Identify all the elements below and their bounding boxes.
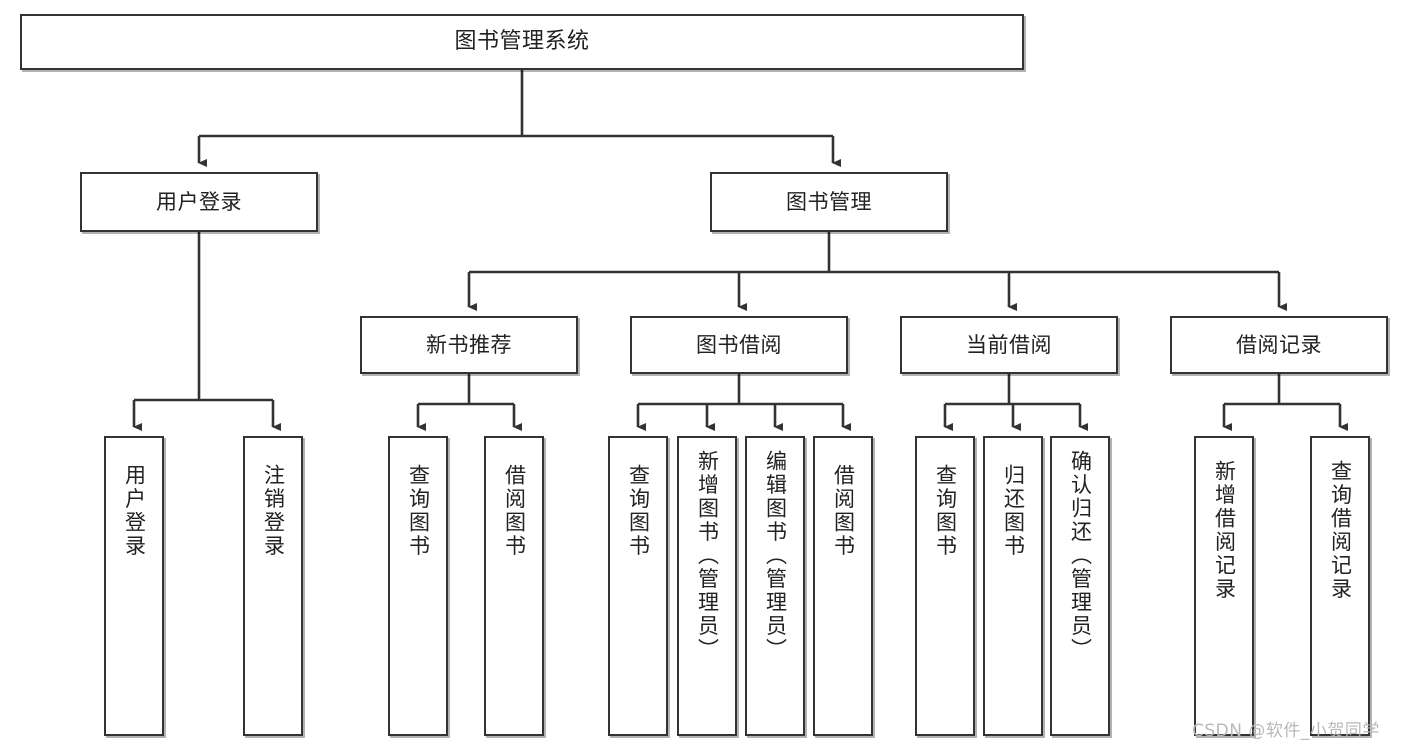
leaf-borrow-book-label: 借阅图书 bbox=[831, 464, 856, 558]
node-borrow-record[interactable]: 借阅记录 bbox=[1170, 316, 1388, 374]
leaf-add-book-label: 新增图书（管理员） bbox=[695, 450, 720, 662]
leaf-borrow-book-rec-label: 借阅图书 bbox=[502, 464, 527, 558]
leaf-return-book[interactable]: 归还图书 bbox=[983, 436, 1043, 736]
leaf-query-book-rec[interactable]: 查询图书 bbox=[388, 436, 448, 736]
node-book-borrow-label: 图书借阅 bbox=[696, 332, 782, 357]
leaf-borrow-book-rec[interactable]: 借阅图书 bbox=[484, 436, 544, 736]
leaf-add-record-label: 新增借阅记录 bbox=[1212, 460, 1237, 601]
node-root[interactable]: 图书管理系统 bbox=[20, 14, 1024, 70]
leaf-query-book-borrow[interactable]: 查询图书 bbox=[608, 436, 668, 736]
node-new-book-rec-label: 新书推荐 bbox=[426, 332, 512, 357]
leaf-query-book-current[interactable]: 查询图书 bbox=[915, 436, 975, 736]
leaf-return-book-label: 归还图书 bbox=[1001, 464, 1026, 558]
leaf-user-login-label: 用户登录 bbox=[122, 464, 147, 558]
leaf-query-book-rec-label: 查询图书 bbox=[406, 464, 431, 558]
leaf-logout-label: 注销登录 bbox=[261, 464, 286, 558]
leaf-edit-book-label: 编辑图书（管理员） bbox=[763, 450, 788, 662]
node-book-manage-label: 图书管理 bbox=[786, 189, 872, 214]
leaf-confirm-return-label: 确认归还（管理员） bbox=[1068, 450, 1093, 662]
leaf-edit-book[interactable]: 编辑图书（管理员） bbox=[745, 436, 805, 736]
leaf-query-record-label: 查询借阅记录 bbox=[1328, 460, 1353, 601]
leaf-user-login[interactable]: 用户登录 bbox=[104, 436, 164, 736]
node-borrow-record-label: 借阅记录 bbox=[1236, 332, 1322, 357]
leaf-add-record[interactable]: 新增借阅记录 bbox=[1194, 436, 1254, 736]
leaf-logout[interactable]: 注销登录 bbox=[243, 436, 303, 736]
node-book-borrow[interactable]: 图书借阅 bbox=[630, 316, 848, 374]
leaf-borrow-book[interactable]: 借阅图书 bbox=[813, 436, 873, 736]
node-current-borrow-label: 当前借阅 bbox=[966, 332, 1052, 357]
node-new-book-rec[interactable]: 新书推荐 bbox=[360, 316, 578, 374]
node-user-login[interactable]: 用户登录 bbox=[80, 172, 318, 232]
leaf-add-book[interactable]: 新增图书（管理员） bbox=[677, 436, 737, 736]
leaf-confirm-return[interactable]: 确认归还（管理员） bbox=[1050, 436, 1110, 736]
leaf-query-book-current-label: 查询图书 bbox=[933, 464, 958, 558]
leaf-query-book-borrow-label: 查询图书 bbox=[626, 464, 651, 558]
node-book-manage[interactable]: 图书管理 bbox=[710, 172, 948, 232]
csdn-watermark: CSDN @软件_小贺同学 bbox=[1192, 721, 1380, 741]
leaf-query-record[interactable]: 查询借阅记录 bbox=[1310, 436, 1370, 736]
node-user-login-label: 用户登录 bbox=[156, 189, 242, 214]
node-root-label: 图书管理系统 bbox=[454, 29, 590, 55]
node-current-borrow[interactable]: 当前借阅 bbox=[900, 316, 1118, 374]
